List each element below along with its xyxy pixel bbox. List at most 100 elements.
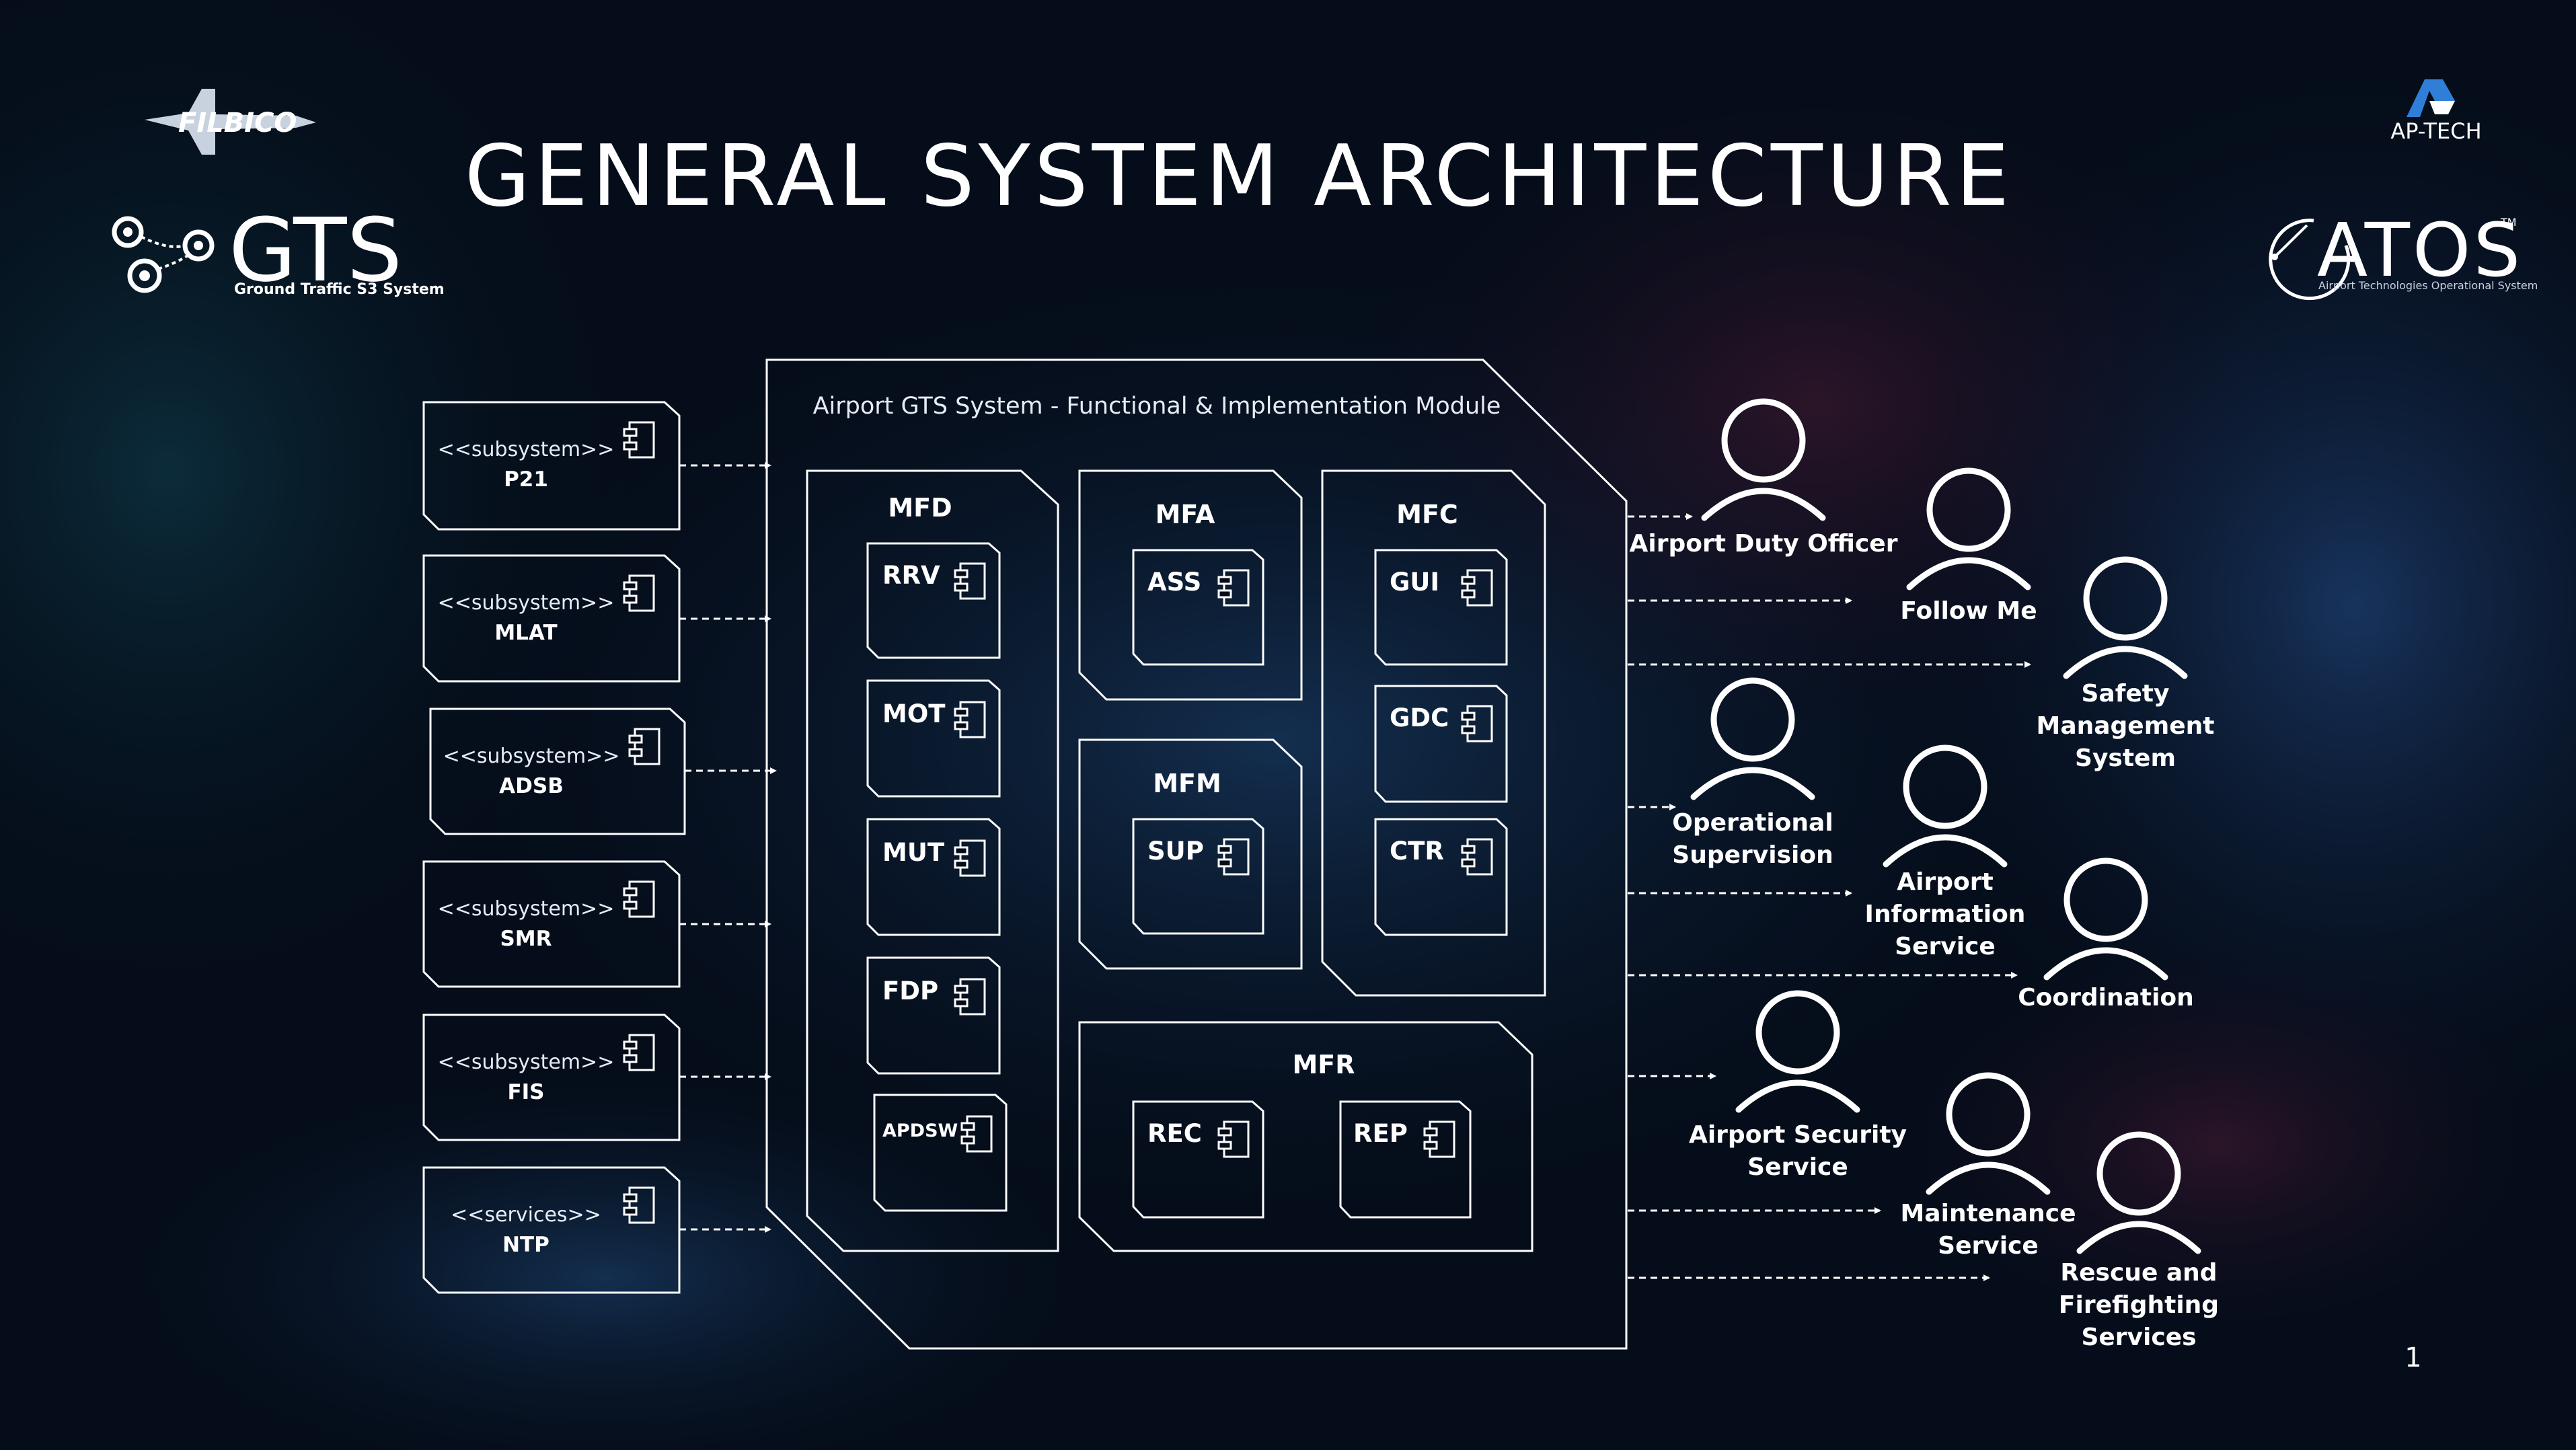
module-title: MFC <box>1396 500 1458 529</box>
svg-text:Operational: Operational <box>1672 809 1833 837</box>
svg-text:REP: REP <box>1353 1119 1408 1148</box>
gts-logo: GTS Ground Traffic S3 System <box>112 199 445 301</box>
svg-text:Services: Services <box>2081 1324 2196 1351</box>
page-number: 1 <box>2404 1342 2421 1373</box>
module-mfa: MFA ASS <box>1078 469 1303 701</box>
svg-text:<<subsystem>>: <<subsystem>> <box>438 438 615 461</box>
actor-airport-duty-officer: Airport Duty Officer <box>1630 402 1898 558</box>
aptech-wordmark: AP-TECH <box>2390 118 2481 144</box>
filbico-wordmark: FILBICO <box>178 108 297 139</box>
person-icon <box>2047 861 2165 977</box>
component-icon <box>960 1115 993 1153</box>
input-mlat: <<subsystem>> MLAT <box>422 554 771 683</box>
svg-text:Service: Service <box>1895 933 1996 960</box>
component-rrv: RRV <box>866 542 1001 659</box>
svg-text:ASS: ASS <box>1147 568 1201 597</box>
svg-text:APDSW: APDSW <box>882 1120 958 1141</box>
svg-text:CTR: CTR <box>1390 837 1444 866</box>
svg-text:<<subsystem>>: <<subsystem>> <box>438 897 615 921</box>
module-title: MFR <box>1292 1050 1355 1079</box>
component-rec: REC <box>1132 1100 1264 1219</box>
component-sup: SUP <box>1132 818 1264 935</box>
component-apdsw: APDSW <box>873 1094 1008 1212</box>
svg-text:Airport Security: Airport Security <box>1689 1121 1907 1149</box>
svg-text:<<subsystem>>: <<subsystem>> <box>438 591 615 615</box>
svg-text:GUI: GUI <box>1390 568 1439 597</box>
atos-wordmark: ATOS <box>2317 207 2523 293</box>
component-icon <box>954 701 986 738</box>
person-icon <box>2066 560 2185 676</box>
svg-text:FIS: FIS <box>507 1080 544 1104</box>
component-gui: GUI <box>1374 549 1508 666</box>
svg-text:MOT: MOT <box>882 699 946 728</box>
person-icon <box>1704 402 1823 518</box>
svg-text:MUT: MUT <box>882 838 945 867</box>
page-title: GENERAL SYSTEM ARCHITECTURE <box>465 126 2014 225</box>
input-ntp: <<services>> NTP <box>422 1166 771 1294</box>
filbico-logo: FILBICO <box>145 89 316 155</box>
input-p21: <<subsystem>> P21 <box>422 401 771 531</box>
main-module-label: Airport GTS System - Functional & Implem… <box>813 393 1501 420</box>
gts-wordmark: GTS <box>229 199 402 301</box>
svg-text:RRV: RRV <box>882 561 940 590</box>
component-icon <box>1217 569 1250 607</box>
person-icon <box>1739 993 1857 1110</box>
component-icon <box>1461 838 1493 876</box>
aptech-emblem-icon <box>2407 79 2455 117</box>
atos-emblem-icon <box>2269 219 2351 301</box>
component-icon <box>628 728 660 765</box>
component-rep: REP <box>1339 1100 1472 1219</box>
main-system-module: Airport GTS System - Functional & Implem… <box>765 358 1628 1350</box>
module-title: MFA <box>1156 500 1215 529</box>
aptech-logo: AP-TECH <box>2390 79 2482 144</box>
svg-text:Coordination: Coordination <box>2018 984 2194 1012</box>
input-adsb: <<subsystem>> ADSB <box>429 708 777 835</box>
svg-text:Safety: Safety <box>2082 680 2170 708</box>
module-mfc: MFC GUI GDC CTR <box>1321 469 1546 997</box>
svg-text:Firefighting: Firefighting <box>2059 1291 2219 1319</box>
svg-text:Follow Me: Follow Me <box>1900 597 2037 625</box>
component-ctr: CTR <box>1374 818 1508 936</box>
component-mut: MUT <box>866 818 1001 936</box>
atos-subtitle: Airport Technologies Operational System <box>2318 279 2538 292</box>
atos-trademark: TM <box>2500 216 2517 229</box>
svg-text:Service: Service <box>1747 1153 1848 1181</box>
person-icon <box>2080 1135 2198 1251</box>
svg-text:Service: Service <box>1938 1232 2039 1260</box>
atos-logo: ATOS TM Airport Technologies Operational… <box>2269 207 2538 301</box>
component-icon <box>623 1186 655 1224</box>
svg-text:Maintenance: Maintenance <box>1900 1200 2076 1227</box>
actor-coordination: Coordination <box>2018 861 2194 1012</box>
svg-text:Management: Management <box>2037 712 2215 740</box>
svg-text:P21: P21 <box>504 467 548 492</box>
svg-text:SUP: SUP <box>1147 837 1204 866</box>
actor-follow-me: Follow Me <box>1900 471 2037 625</box>
module-mfd: MFD RRV MOT MUT FDP APDSW <box>806 469 1059 1252</box>
component-icon <box>1217 838 1250 876</box>
component-icon <box>1423 1120 1455 1158</box>
svg-text:FDP: FDP <box>882 977 938 1005</box>
input-smr: <<subsystem>> SMR <box>422 860 771 988</box>
actor-airport-security-service: Airport Security Service <box>1689 993 1907 1181</box>
component-icon <box>954 562 986 600</box>
actor-operational-supervision: Operational Supervision <box>1672 681 1833 869</box>
component-ass: ASS <box>1132 549 1264 666</box>
person-icon <box>1886 748 2004 864</box>
component-icon <box>623 574 655 612</box>
component-icon <box>623 880 655 918</box>
component-icon <box>623 1034 655 1071</box>
person-icon <box>1694 681 1812 797</box>
actor-airport-information-service: Airport Information Service <box>1865 748 2025 960</box>
actor-rescue-and-firefighting-services: Rescue and Firefighting Services <box>2059 1135 2219 1351</box>
svg-text:ADSB: ADSB <box>499 774 564 798</box>
component-icon <box>1217 1120 1250 1158</box>
svg-text:GDC: GDC <box>1390 703 1449 732</box>
actor-maintenance-service: Maintenance Service <box>1900 1075 2076 1260</box>
component-icon <box>1461 569 1493 607</box>
input-subsystems: <<subsystem>> P21 <<subsystem>> MLAT <<s… <box>422 401 777 1294</box>
component-icon <box>954 978 986 1016</box>
component-icon <box>954 839 986 877</box>
svg-text:NTP: NTP <box>502 1233 550 1257</box>
